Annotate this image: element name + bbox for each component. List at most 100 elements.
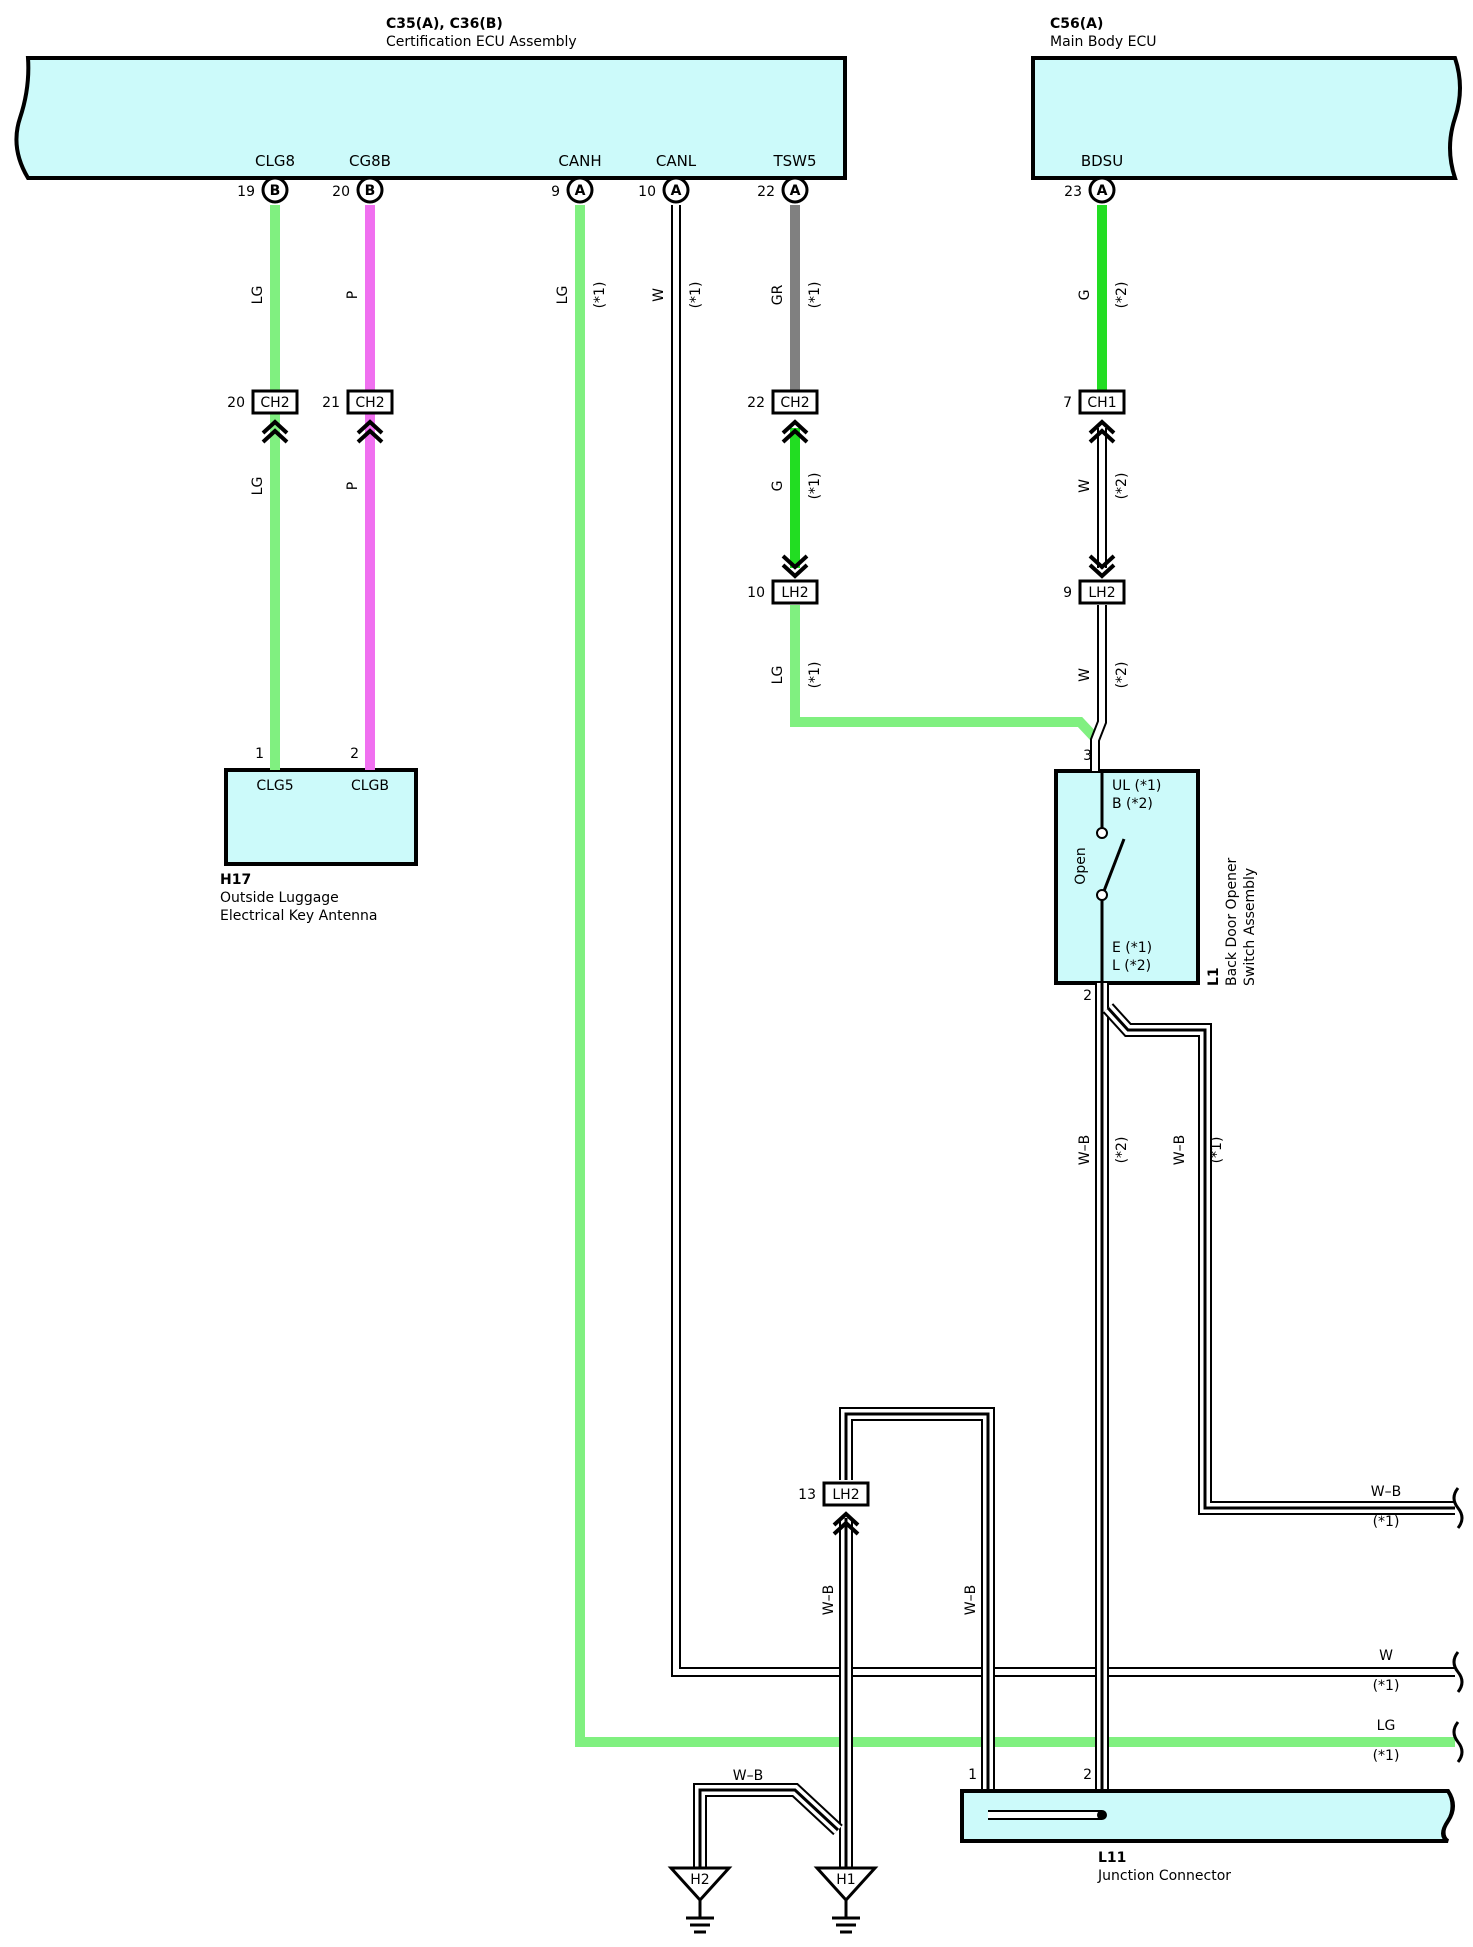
wire-l1-exit <box>1104 1004 1455 1513</box>
terminal-name-tsw5: TSW5 <box>772 152 816 170</box>
svg-text:W: W <box>1077 479 1093 493</box>
wire-tsw5-lg <box>790 605 1100 771</box>
svg-text:A: A <box>575 183 586 199</box>
svg-text:B: B <box>365 183 376 199</box>
terminal-name-cg8b: CG8B <box>349 152 391 170</box>
svg-text:20: 20 <box>332 184 350 200</box>
component-pin-numbers: 1 2 3 2 1 2 <box>255 746 1092 1783</box>
certification-ecu-name: Certification ECU Assembly <box>386 34 577 50</box>
svg-text:G: G <box>770 481 786 492</box>
junction-connector-box <box>960 1789 1455 1843</box>
junction-connector-code: L11 <box>1098 1850 1126 1866</box>
svg-text:W–B: W–B <box>1172 1135 1188 1165</box>
svg-text:1: 1 <box>968 1767 977 1783</box>
svg-text:H2: H2 <box>690 1872 709 1888</box>
svg-text:2: 2 <box>350 746 359 762</box>
terminal-clg8: B 19 <box>237 176 289 204</box>
junction-ch2-22: CH2 22 <box>747 389 819 444</box>
wire-labels: LG P LG (*1) W (*1) GR (*1) G (*2) LG P … <box>250 282 1225 1616</box>
svg-text:A: A <box>671 183 682 199</box>
svg-text:CH2: CH2 <box>260 395 289 411</box>
terminal-cg8b: B 20 <box>332 176 384 204</box>
svg-text:LH2: LH2 <box>832 1487 859 1503</box>
svg-text:CH2: CH2 <box>780 395 809 411</box>
svg-text:(*1): (*1) <box>807 282 823 309</box>
svg-text:22: 22 <box>757 184 775 200</box>
terminal-canh: A 9 <box>551 176 594 204</box>
svg-text:LH2: LH2 <box>781 585 808 601</box>
main-body-ecu-name: Main Body ECU <box>1050 34 1157 50</box>
ground-h1-icon: H1 <box>813 1866 879 1934</box>
svg-text:P: P <box>345 482 361 490</box>
antenna-name-line1: Outside Luggage <box>220 890 339 906</box>
ground-wire-label: W–B <box>733 1768 763 1784</box>
wire-canh <box>575 205 1455 1747</box>
junction-ch1-7: CH1 7 <box>1063 389 1126 444</box>
svg-text:W–B: W–B <box>963 1585 979 1615</box>
antenna-pin-clg5: CLG5 <box>256 778 293 794</box>
svg-text:H1: H1 <box>836 1872 855 1888</box>
svg-text:(*1): (*1) <box>1373 1678 1400 1694</box>
back-door-switch-name-line2: Switch Assembly <box>1242 868 1258 986</box>
svg-text:CH2: CH2 <box>355 395 384 411</box>
svg-text:3: 3 <box>1083 748 1092 764</box>
svg-text:LG: LG <box>250 286 266 305</box>
svg-text:(*1): (*1) <box>1209 1137 1225 1164</box>
svg-text:LG: LG <box>770 666 786 685</box>
terminal-bdsu: A 23 <box>1064 176 1116 204</box>
certification-ecu-box <box>14 56 847 180</box>
svg-text:W–B: W–B <box>1077 1135 1093 1165</box>
terminal-tsw5: A 22 <box>757 176 809 204</box>
svg-text:LG: LG <box>250 477 266 496</box>
antenna-code: H17 <box>220 872 251 888</box>
junction-lh2-13: LH2 13 <box>798 1481 870 1536</box>
certification-ecu-code: C35(A), C36(B) <box>386 16 503 32</box>
svg-text:7: 7 <box>1063 395 1072 411</box>
svg-text:19: 19 <box>237 184 255 200</box>
svg-text:(*2): (*2) <box>1114 473 1130 500</box>
svg-text:LH2: LH2 <box>1088 585 1115 601</box>
svg-text:(*2): (*2) <box>1114 282 1130 309</box>
svg-text:9: 9 <box>551 184 560 200</box>
junction-ch2-21: CH2 21 <box>322 389 394 444</box>
svg-text:(*1): (*1) <box>1373 1748 1400 1764</box>
junction-connectors: CH2 20 CH2 21 CH2 22 CH1 7 LH <box>227 389 1126 1536</box>
ground-h2-icon: H2 <box>667 1866 733 1934</box>
junction-lh2-9: LH2 9 <box>1063 554 1126 605</box>
antenna-pin-clgb: CLGB <box>351 778 389 794</box>
svg-text:B: B <box>270 183 281 199</box>
wires <box>270 205 1455 1868</box>
back-door-switch-box <box>1054 769 1200 985</box>
antenna-box <box>224 768 418 866</box>
main-body-ecu-code: C56(A) <box>1050 16 1103 32</box>
svg-text:LG: LG <box>555 286 571 305</box>
svg-text:10: 10 <box>747 585 765 601</box>
wire-h2-outline <box>693 1783 843 1868</box>
svg-text:CH1: CH1 <box>1087 395 1116 411</box>
svg-text:W–B: W–B <box>821 1585 837 1615</box>
svg-text:A: A <box>1097 183 1108 199</box>
svg-text:22: 22 <box>747 395 765 411</box>
back-door-switch: UL (*1) B (*2) E (*1) L (*2) Open <box>1073 771 1161 983</box>
switch-lower-terminal-2: L (*2) <box>1112 958 1151 974</box>
svg-text:2: 2 <box>1083 988 1092 1004</box>
svg-text:(*2): (*2) <box>1114 1137 1130 1164</box>
svg-text:13: 13 <box>798 1487 816 1503</box>
svg-text:(*1): (*1) <box>688 282 704 309</box>
svg-text:A: A <box>790 183 801 199</box>
svg-text:(*1): (*1) <box>807 662 823 689</box>
svg-text:23: 23 <box>1064 184 1082 200</box>
wire-canl <box>673 205 1455 1675</box>
terminal-name-canl: CANL <box>656 152 697 170</box>
terminal-name-bdsu: BDSU <box>1081 152 1123 170</box>
svg-text:9: 9 <box>1063 585 1072 601</box>
back-door-switch-name-line1: Back Door Opener <box>1224 857 1240 986</box>
switch-upper-terminal-1: UL (*1) <box>1112 778 1161 794</box>
svg-text:LG: LG <box>1377 1718 1396 1734</box>
svg-text:GR: GR <box>770 284 786 305</box>
svg-text:(*1): (*1) <box>592 282 608 309</box>
terminal-name-clg8: CLG8 <box>255 152 295 170</box>
svg-text:P: P <box>345 291 361 299</box>
terminal-canl: A 10 <box>638 176 690 204</box>
wire-l1-exit-outline <box>1102 1003 1455 1515</box>
